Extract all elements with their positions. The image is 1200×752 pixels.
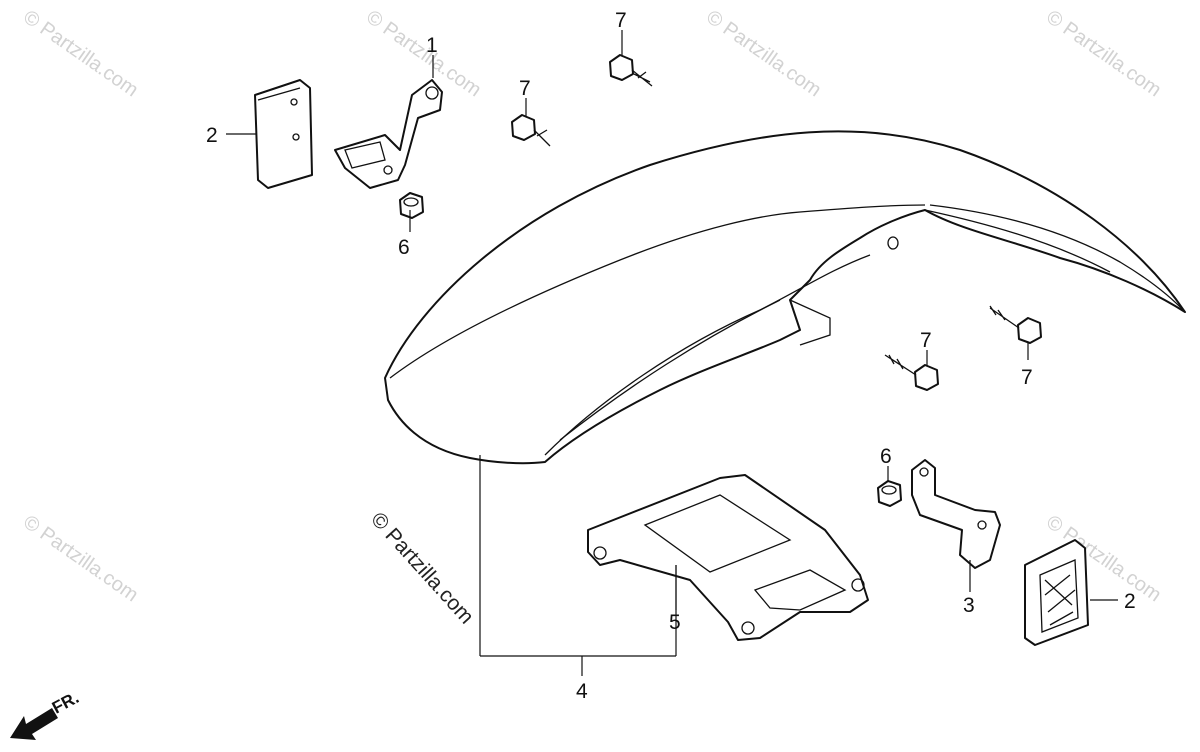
bracket-part-1 (334, 79, 443, 189)
callout-2-left: 2 (206, 124, 218, 147)
callout-6-upper: 6 (398, 236, 410, 259)
callout-7-lower-right: 7 (1021, 366, 1033, 389)
bolt-part-7-c (884, 354, 939, 391)
watermark: © Partzilla.com (19, 511, 142, 606)
callout-3: 3 (963, 594, 975, 617)
copyright-credit: © Partzilla.com (366, 508, 478, 629)
callout-1: 1 (426, 34, 438, 57)
front-direction-indicator: FR. (10, 688, 82, 740)
nut-part-6-lower (877, 480, 902, 507)
reflector-part-2-right (1024, 539, 1089, 646)
bolt-part-7-a (609, 54, 653, 87)
reflector-part-2-left (254, 79, 313, 189)
callout-6-lower: 6 (880, 445, 892, 468)
fender-stay-part-5 (587, 474, 869, 641)
bolt-part-7-d (989, 305, 1042, 344)
callout-labels: 1 2 6 7 7 7 7 6 5 3 2 4 (206, 9, 1136, 703)
callout-2-right: 2 (1124, 590, 1136, 613)
leader-lines (226, 30, 1118, 676)
front-arrow-icon (10, 708, 58, 740)
bracket-part-3 (911, 459, 1001, 569)
front-fender (384, 130, 1186, 465)
bolt-part-7-b (511, 114, 551, 147)
watermark: © Partzilla.com (702, 6, 825, 101)
watermark: © Partzilla.com (19, 6, 142, 101)
watermark: © Partzilla.com (1042, 6, 1165, 101)
callout-5: 5 (669, 611, 681, 634)
callout-4: 4 (576, 680, 588, 703)
callout-7-mid: 7 (519, 77, 531, 100)
callout-7-top: 7 (615, 9, 627, 32)
nut-part-6-upper (399, 192, 424, 219)
callout-7-lower-left: 7 (920, 329, 932, 352)
